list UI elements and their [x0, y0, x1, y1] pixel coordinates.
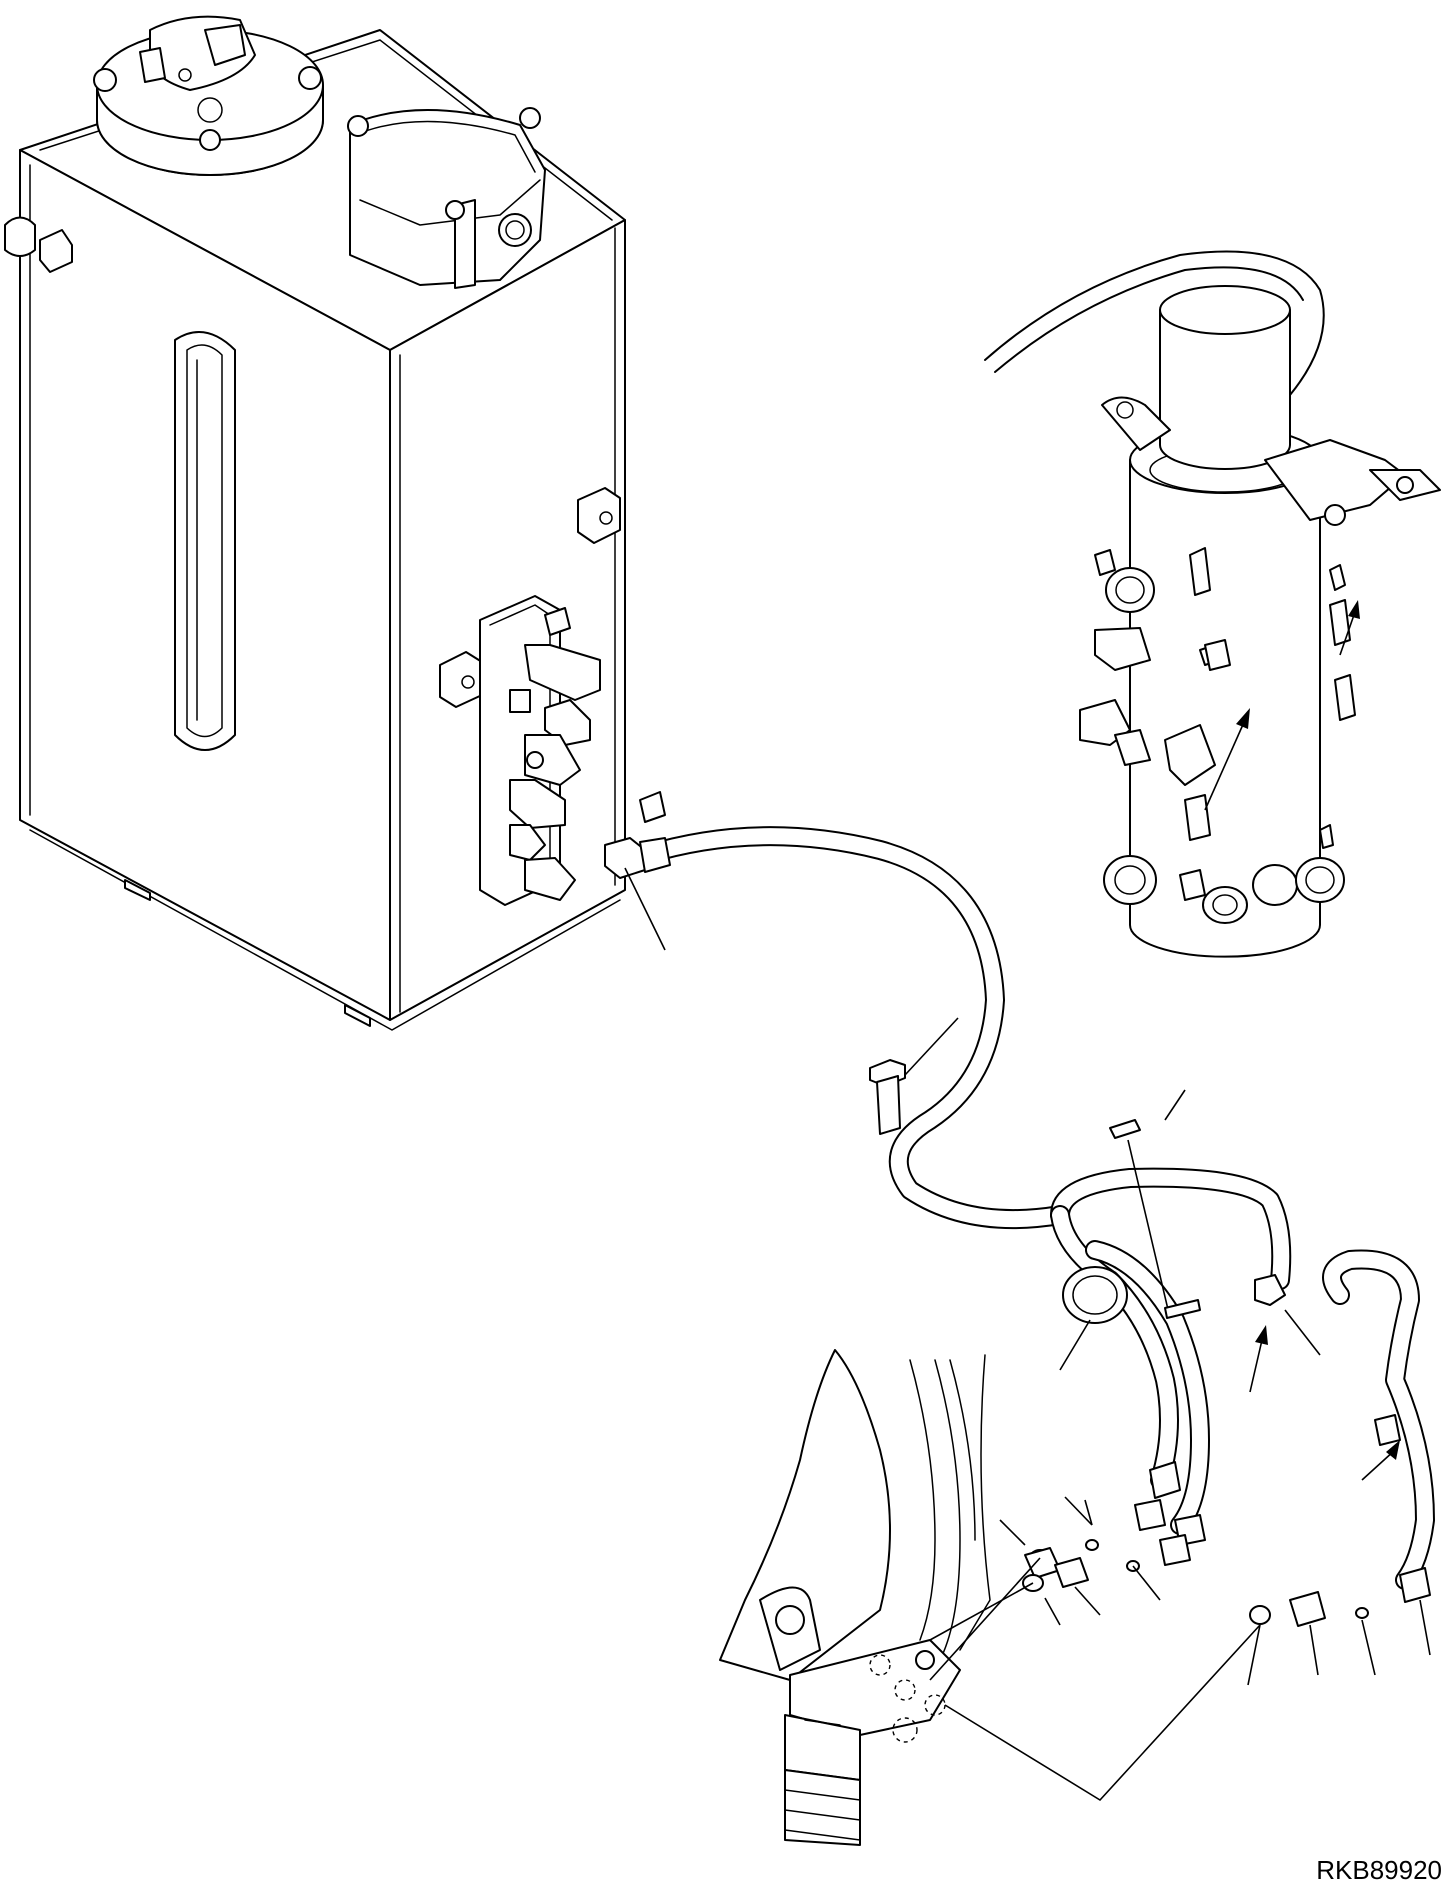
manifold-fittings — [509, 607, 666, 901]
hydraulic-hoses — [604, 826, 1435, 1603]
control-lever — [719, 1349, 991, 1846]
swivel-joint — [984, 250, 1441, 958]
swivel-fittings — [1079, 547, 1356, 924]
hydraulic-tank — [4, 15, 666, 1031]
drawing-number: RKB89920 — [1316, 1855, 1442, 1885]
fittings-and-orings — [1022, 1539, 1369, 1627]
leader-lines — [624, 867, 1431, 1802]
bolt-and-washer — [869, 1059, 1201, 1319]
